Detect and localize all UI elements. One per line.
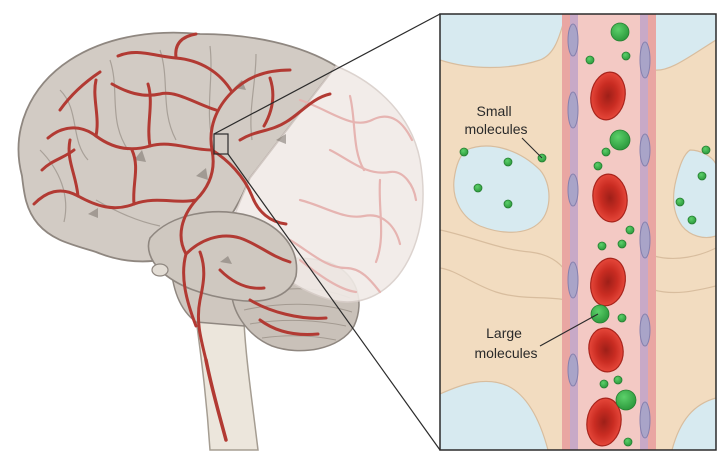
spinal-cord — [195, 317, 259, 451]
zoom-line-bottom — [227, 153, 441, 451]
red-blood-cell — [588, 327, 624, 373]
red-blood-cell — [592, 173, 628, 223]
brain-illustration — [17, 31, 424, 451]
inset-frame — [439, 13, 717, 451]
sulci-shadows — [88, 80, 286, 264]
red-blood-cell — [590, 71, 626, 121]
cerebral-arteries — [32, 32, 332, 362]
zoom-line-top — [213, 13, 441, 135]
vertebral-artery — [204, 358, 228, 442]
red-blood-cell — [586, 397, 622, 447]
small-molecules-label: Small molecules — [464, 103, 527, 137]
faded-vessels — [288, 94, 418, 294]
zoom-box — [213, 133, 229, 155]
large-molecules-pointer — [539, 313, 599, 347]
small-molecules-pointer — [521, 137, 543, 159]
zoom-indicator — [213, 13, 441, 451]
red-blood-cells — [586, 71, 628, 447]
endothelial-nuclei — [567, 23, 651, 439]
inset-panel — [440, 14, 716, 450]
pituitary — [151, 263, 169, 277]
large-molecules-label: Large molecules — [474, 325, 537, 361]
lumen-molecules — [585, 22, 637, 447]
